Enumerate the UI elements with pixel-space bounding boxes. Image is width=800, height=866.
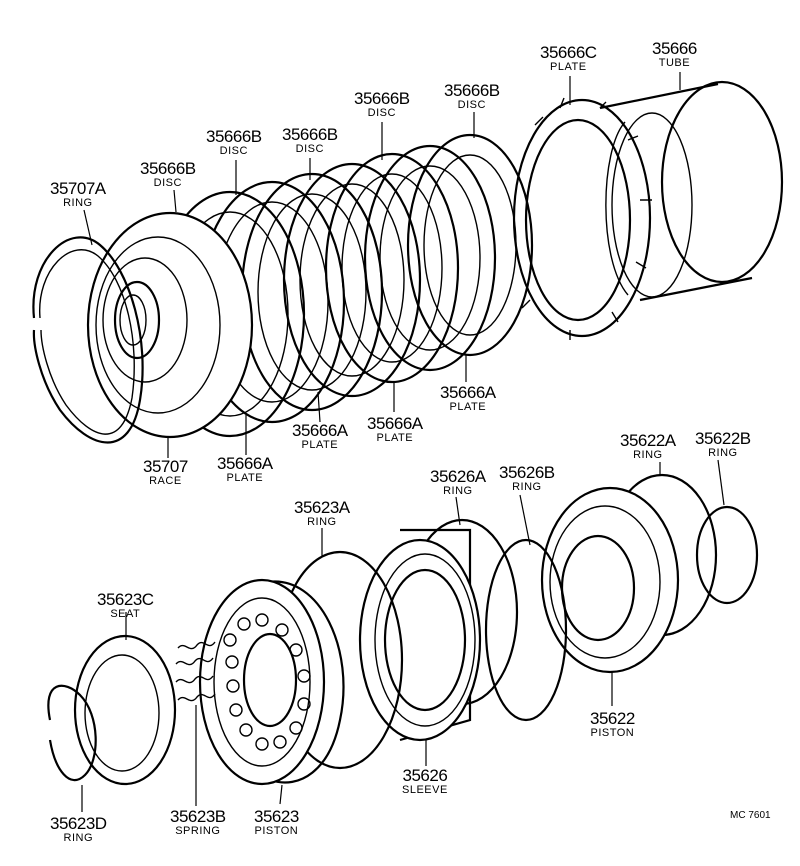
part-number: 35666A	[440, 383, 496, 402]
part-number: 35666B	[282, 125, 338, 144]
part-number: 35707	[143, 457, 188, 476]
part-name: SPRING	[175, 825, 221, 837]
plate-35666c-drawing	[512, 97, 652, 340]
part-name: DISC	[295, 143, 324, 155]
label-35666c: 35666C PLATE	[540, 44, 597, 73]
label-35623c: 35623C SEAT	[97, 591, 154, 620]
part-number: 35666B	[206, 127, 262, 146]
part-name: RING	[443, 485, 473, 497]
part-number: 35623C	[97, 590, 154, 609]
part-name: PLATE	[550, 61, 587, 73]
part-number: 35666B	[140, 159, 196, 178]
part-name: DISC	[367, 107, 396, 119]
part-name: RING	[512, 481, 542, 493]
label-35623d: 35623D RING	[50, 815, 107, 844]
part-name: PLATE	[301, 439, 339, 451]
label-35707a: 35707A RING	[50, 180, 106, 209]
part-name: RING	[633, 449, 663, 461]
part-name: PLATE	[449, 401, 487, 413]
part-number: 35622B	[695, 429, 751, 448]
label-35666a-3: 35666A PLATE	[367, 415, 423, 444]
seat-35623c-drawing	[73, 634, 177, 786]
part-number: 35666A	[217, 454, 273, 473]
label-35622a: 35622A RING	[620, 432, 676, 461]
part-number: 35626	[402, 766, 448, 785]
springs-35623b-drawing	[175, 641, 216, 702]
part-number: 35707A	[50, 179, 106, 198]
part-name: PISTON	[254, 825, 299, 837]
part-name: PISTON	[590, 727, 635, 739]
part-number: 35622A	[620, 431, 676, 450]
label-35666b-4: 35666B DISC	[354, 90, 410, 119]
label-35707: 35707 RACE	[143, 458, 188, 487]
label-35622b: 35622B RING	[695, 430, 751, 459]
label-35622: 35622 PISTON	[590, 710, 635, 739]
label-35626a: 35626A RING	[430, 468, 486, 497]
part-number: 35666	[652, 39, 697, 58]
part-number: 35666A	[367, 414, 423, 433]
part-name: RACE	[149, 475, 182, 487]
part-name: RING	[63, 832, 94, 844]
label-35666b-2: 35666B DISC	[206, 128, 262, 157]
label-35666a-1: 35666A PLATE	[217, 455, 273, 484]
ring-35707a-drawing	[32, 236, 144, 444]
figure-code: MC 7601	[730, 810, 771, 821]
part-name: RING	[63, 197, 93, 209]
label-35666a-4: 35666A PLATE	[440, 384, 496, 413]
ring-35622b-drawing	[695, 505, 759, 605]
part-name: DISC	[153, 177, 182, 189]
label-35666: 35666 TUBE	[652, 40, 697, 69]
ring-35626b-drawing	[484, 538, 568, 722]
part-number: 35623B	[170, 807, 226, 826]
part-number: 35666B	[354, 89, 410, 108]
piston-35623-drawing	[198, 578, 345, 786]
part-name: SEAT	[110, 608, 141, 620]
part-name: RING	[708, 447, 738, 459]
ring-35623d-drawing	[47, 684, 97, 782]
leader-lines	[81, 72, 725, 812]
part-name: DISC	[219, 145, 248, 157]
label-35666b-3: 35666B DISC	[282, 126, 338, 155]
part-number: 35666B	[444, 81, 500, 100]
part-name: RING	[307, 516, 337, 528]
part-number: 35623D	[50, 814, 107, 833]
label-35666b-1: 35666B DISC	[140, 160, 196, 189]
part-number: 35623A	[294, 498, 350, 517]
label-35623: 35623 PISTON	[254, 808, 299, 837]
piston-35622-drawing	[540, 486, 680, 674]
part-name: TUBE	[658, 57, 691, 69]
part-number: 35626A	[430, 467, 486, 486]
sleeve-35626-drawing	[358, 528, 482, 742]
part-name: DISC	[457, 99, 486, 111]
part-number: 35626B	[499, 463, 555, 482]
race-35707-drawing	[86, 211, 254, 439]
label-35626b: 35626B RING	[499, 464, 555, 493]
label-35666a-2: 35666A PLATE	[292, 422, 348, 451]
label-35623a: 35623A RING	[294, 499, 350, 528]
part-number: 35666C	[540, 43, 597, 62]
part-number: 35666A	[292, 421, 348, 440]
label-35626: 35626 SLEEVE	[402, 767, 448, 796]
label-35623b: 35623B SPRING	[170, 808, 226, 837]
part-number: 35622	[590, 709, 635, 728]
part-number: 35623	[254, 807, 299, 826]
label-35666b-5: 35666B DISC	[444, 82, 500, 111]
part-name: SLEEVE	[402, 784, 448, 796]
part-name: PLATE	[226, 472, 264, 484]
part-name: PLATE	[376, 432, 414, 444]
